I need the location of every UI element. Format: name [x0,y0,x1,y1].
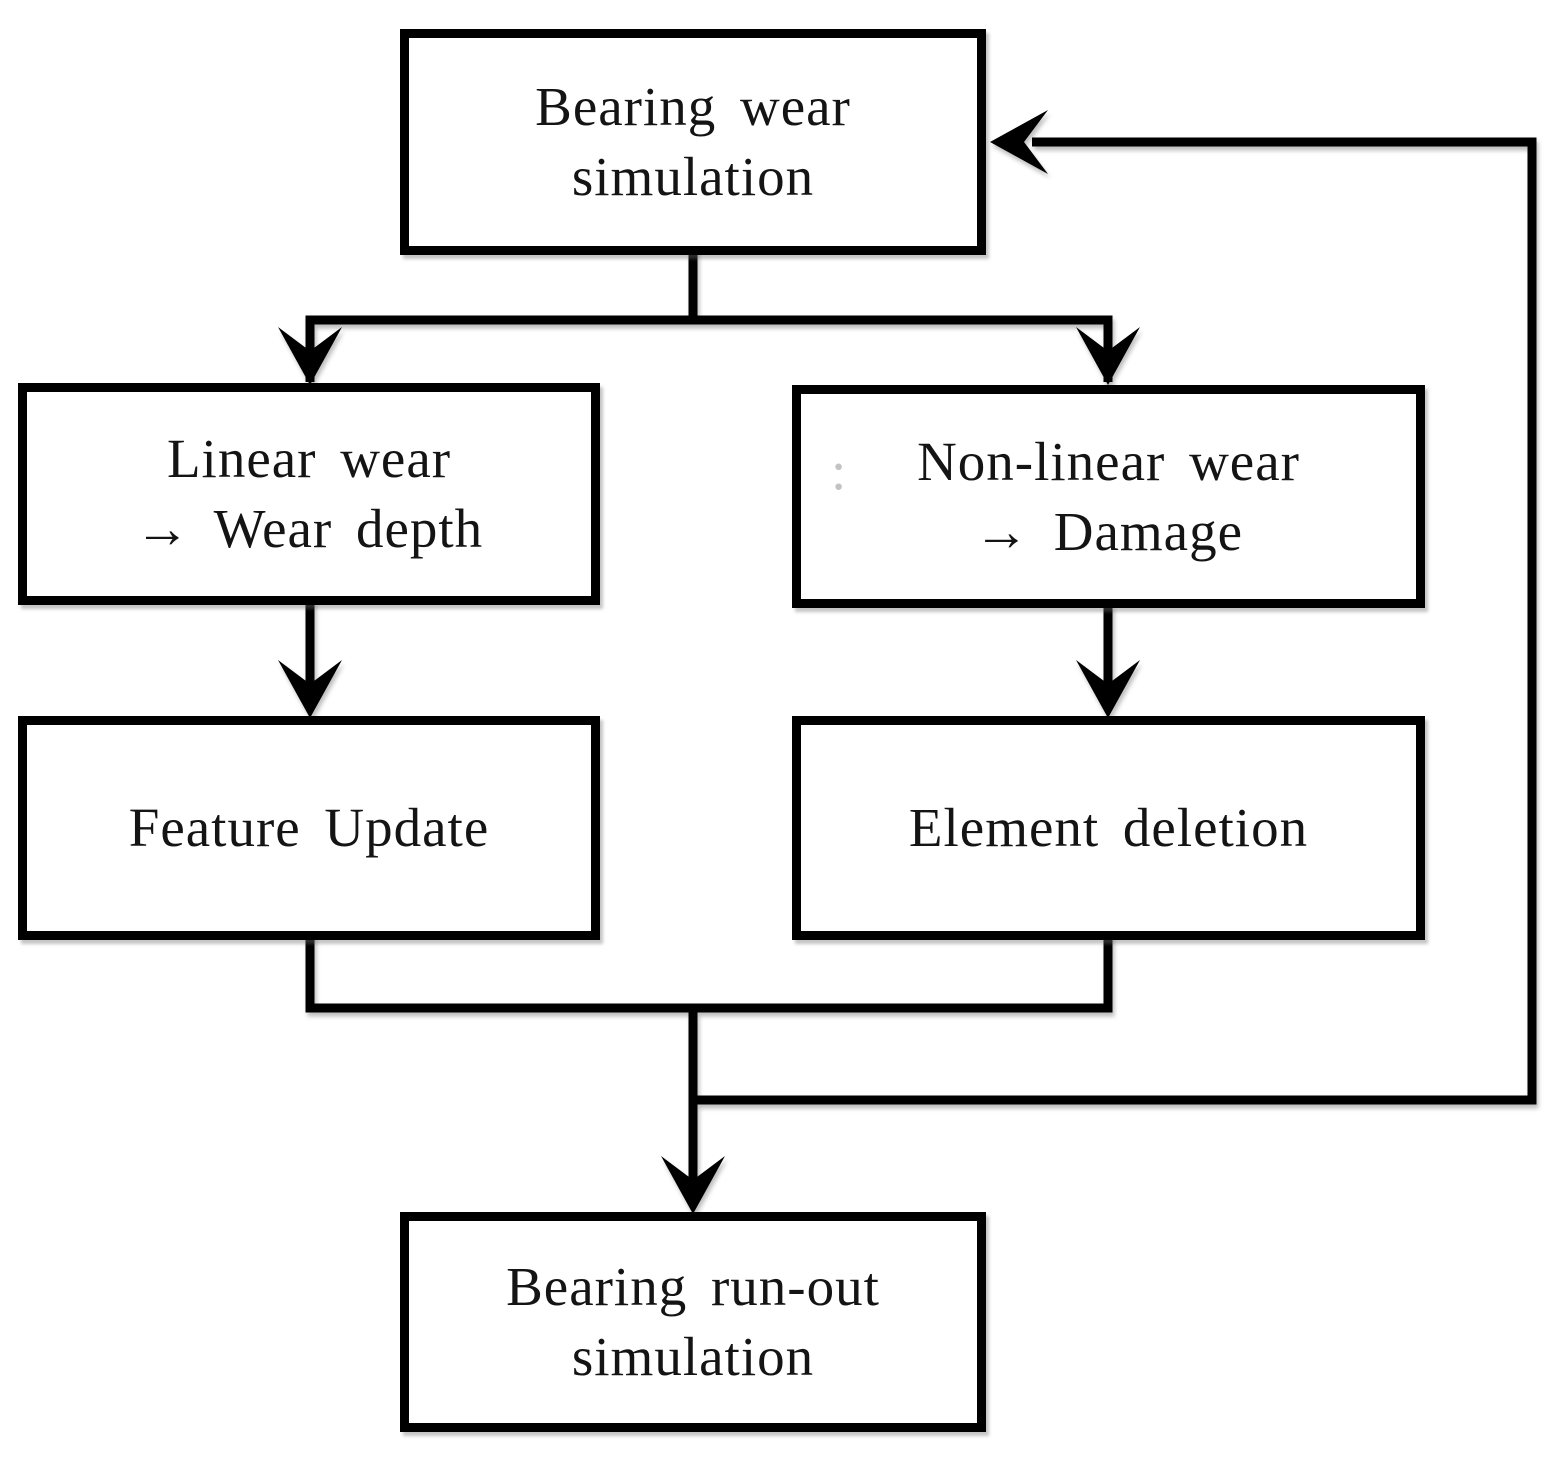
node-linear-wear: Linear wear → Wear depth [18,383,600,605]
node-bearing-run-out-simulation: Bearing run-out simulation [400,1212,986,1432]
arrowhead-split-right [1076,327,1140,385]
node-label-line: → Wear depth [134,498,484,559]
node-label-line: Bearing wear [535,76,851,137]
node-label-line: → Damage [974,500,1243,562]
node-feature-update: Feature Update [18,716,600,940]
node-label-line: Element deletion [908,797,1309,858]
node-label-line: simulation [571,146,815,207]
arrowhead-split-left [278,327,342,385]
edge-merge-bar [305,934,1113,1013]
node-label-line: simulation [571,1326,815,1387]
arrowhead-feedback [990,110,1048,174]
node-element-deletion: Element deletion [792,716,1425,940]
arrowhead-feature-update [278,660,342,718]
arrowhead-element-deletion [1076,660,1140,718]
node-label-line: Feature Update [128,797,490,858]
node-bearing-wear-simulation: Bearing wear simulation [400,29,986,255]
node-label-line: Non-linear wear [917,430,1300,492]
artifact-colon: : [831,440,848,501]
edge-feedback-loop [693,137,1537,1105]
arrowhead-run-out [661,1156,725,1214]
edge-split-bar [305,315,1113,382]
node-non-linear-wear: : Non-linear wear → Damage [792,385,1425,608]
node-label-line: Bearing run-out [506,1256,880,1317]
node-label-line: Linear wear [166,428,452,489]
